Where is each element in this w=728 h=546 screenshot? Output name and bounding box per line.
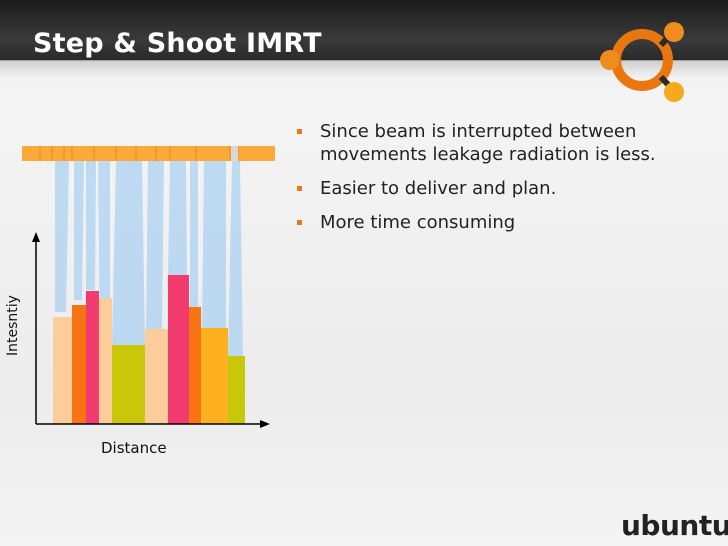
title-bar	[0, 0, 728, 88]
y-axis-label: Intesntiy	[5, 295, 21, 356]
intensity-bar	[189, 307, 201, 424]
bullet-square-icon	[297, 186, 302, 191]
beam-paths	[55, 161, 243, 358]
bullet-item: Easier to deliver and plan.	[295, 177, 700, 200]
beam-path	[55, 161, 69, 312]
x-axis-arrow-icon	[260, 420, 270, 428]
collimator-leaf-edges	[39, 146, 239, 161]
step-shoot-diagram: Intesntiy Distance	[5, 146, 275, 457]
slide-title: Step & Shoot IMRT	[33, 28, 322, 59]
x-axis-label: Distance	[101, 439, 167, 457]
intensity-bar	[228, 356, 245, 424]
ubuntu-wordmark: ubuntu	[621, 509, 728, 542]
y-axis-arrow-icon	[32, 232, 40, 242]
beam-path	[202, 161, 226, 330]
intensity-bar	[201, 328, 228, 424]
intensity-bar	[168, 275, 189, 424]
beam-path	[190, 161, 198, 310]
bullet-text: Easier to deliver and plan.	[320, 178, 557, 199]
ubuntu-circle-of-friends-icon	[600, 22, 684, 102]
intensity-bar	[99, 298, 112, 424]
collimator-gap	[231, 146, 238, 161]
intensity-bar	[112, 345, 145, 424]
beam-path	[74, 161, 84, 300]
bullet-text: More time consuming	[320, 212, 516, 233]
intensity-bar	[72, 305, 86, 424]
intensity-bar	[145, 329, 168, 424]
intensity-bar	[86, 291, 99, 424]
beam-path	[86, 161, 96, 290]
bullet-square-icon	[297, 220, 302, 225]
bullet-item: More time consuming	[295, 211, 700, 234]
bullet-list: Since beam is interrupted between moveme…	[295, 120, 700, 245]
beam-path	[98, 161, 110, 340]
beam-path	[112, 161, 145, 345]
collimator-bar	[22, 146, 275, 161]
intensity-bars	[53, 275, 245, 424]
beam-path	[228, 161, 243, 358]
intensity-bar	[53, 317, 72, 424]
beam-path	[168, 161, 187, 275]
beam-path	[146, 161, 164, 330]
bullet-square-icon	[297, 129, 302, 134]
bullet-item: Since beam is interrupted between moveme…	[295, 120, 700, 166]
bullet-text: Since beam is interrupted between moveme…	[320, 121, 656, 165]
